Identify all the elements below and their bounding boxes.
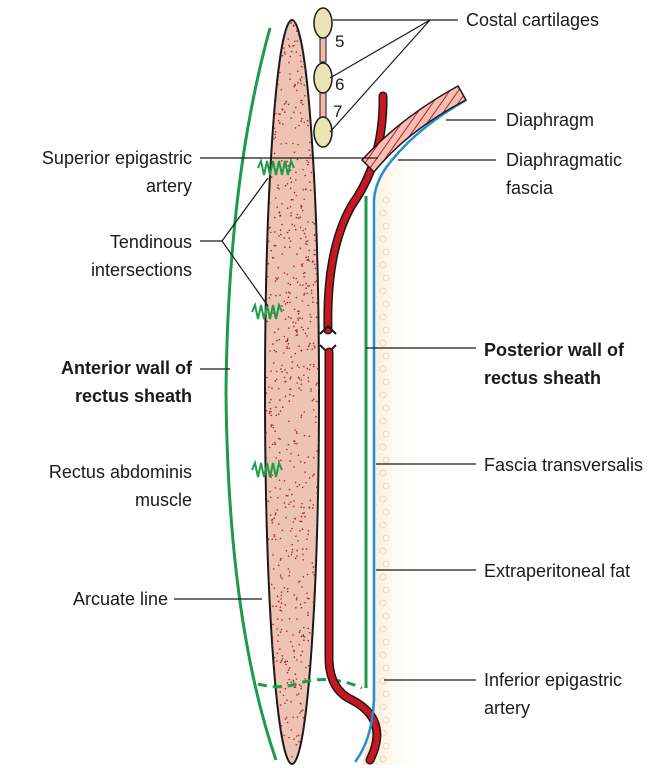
cartilage-number-7: 7	[333, 102, 342, 121]
costal-cartilage-7	[314, 117, 332, 147]
label-superior-epigastric-2: artery	[146, 174, 192, 198]
extraperitoneal-fat	[362, 150, 420, 765]
label-tendinous-2: intersections	[91, 258, 192, 282]
label-diaphragmatic-fascia-2: fascia	[506, 176, 553, 200]
label-fascia-transversalis: Fascia transversalis	[484, 453, 643, 477]
label-diaphragmatic-fascia-1: Diaphragmatic	[506, 148, 622, 172]
label-rectus-abdominis-1: Rectus abdominis	[49, 460, 192, 484]
label-rectus-abdominis-2: muscle	[135, 488, 192, 512]
label-extraperitoneal-fat: Extraperitoneal fat	[484, 559, 630, 583]
label-anterior-wall-1: Anterior wall of	[61, 356, 192, 380]
costal-cartilages: 5 6 7	[314, 8, 344, 147]
label-inferior-epigastric-1: Inferior epigastric	[484, 668, 622, 692]
arcuate-line	[258, 679, 362, 688]
label-costal-cartilages: Costal cartilages	[466, 8, 599, 32]
label-anterior-wall-2: rectus sheath	[75, 384, 192, 408]
label-posterior-wall-2: rectus sheath	[484, 366, 601, 390]
label-posterior-wall-1: Posterior wall of	[484, 338, 624, 362]
label-superior-epigastric-1: Superior epigastric	[42, 146, 192, 170]
cartilage-number-6: 6	[335, 75, 344, 94]
rectus-abdominis-muscle	[265, 20, 319, 764]
costal-cartilage-6	[314, 63, 332, 93]
cartilage-number-5: 5	[335, 32, 344, 51]
label-inferior-epigastric-2: artery	[484, 696, 530, 720]
costal-cartilage-5	[314, 8, 332, 38]
label-tendinous-1: Tendinous	[110, 230, 192, 254]
label-diaphragm: Diaphragm	[506, 108, 594, 132]
label-arcuate-line: Arcuate line	[73, 587, 168, 611]
